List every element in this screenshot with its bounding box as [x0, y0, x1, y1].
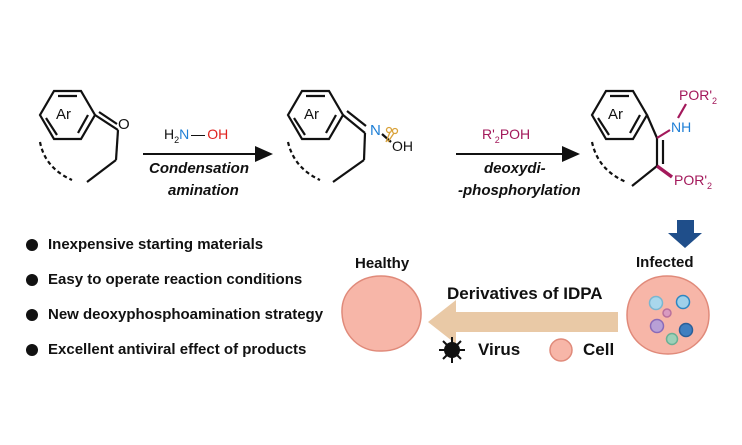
feature-item: New deoxyphosphoamination strategy — [26, 306, 323, 341]
product-por-bottom: POR'2 — [674, 172, 713, 191]
scissors-icon — [385, 126, 399, 143]
bond-line — [191, 134, 206, 136]
oxime-oh-label: OH — [392, 138, 413, 154]
step2-label-line2: -phosphorylation — [458, 182, 581, 199]
bullet-icon — [26, 274, 38, 286]
feature-item: Inexpensive starting materials — [26, 236, 323, 271]
product-nh-label: NH — [671, 119, 692, 135]
down-arrow — [668, 220, 702, 248]
virus-icon — [439, 337, 465, 363]
bullet-icon — [26, 344, 38, 356]
virus-particles — [648, 294, 694, 346]
legend-cell-label: Cell — [583, 340, 615, 359]
feature-list: Inexpensive starting materials Easy to o… — [26, 236, 323, 376]
feature-item: Easy to operate reaction conditions — [26, 271, 323, 306]
feature-item: Excellent antiviral effect of products — [26, 341, 323, 376]
oxime-ar-label: Ar — [304, 106, 319, 123]
reactant-structure — [38, 89, 120, 183]
healthy-label: Healthy — [355, 255, 410, 272]
product-por-top: POR'2 — [679, 87, 718, 106]
step2-label-line1: deoxydi- — [484, 160, 546, 177]
bullet-icon — [26, 239, 38, 251]
step2-reagent: R'2POH — [482, 126, 531, 145]
legend-virus-label: Virus — [478, 340, 521, 359]
step1-label-line1: Condensation — [149, 160, 249, 177]
oxime-structure — [286, 89, 392, 183]
product-structure — [590, 89, 687, 187]
reactant-ar-label: Ar — [56, 106, 71, 123]
oxime-n-label: N — [370, 122, 381, 139]
treatment-arrow — [428, 300, 618, 344]
infected-label: Infected — [636, 254, 694, 271]
reactant-o-label: O — [118, 116, 130, 133]
cell-icon — [549, 338, 573, 362]
treatment-arrow-label: Derivatives of IDPA — [447, 284, 603, 303]
healthy-cell — [341, 275, 422, 352]
step1-label-line2: amination — [168, 182, 239, 199]
product-ar-label: Ar — [608, 106, 623, 123]
bullet-icon — [26, 309, 38, 321]
